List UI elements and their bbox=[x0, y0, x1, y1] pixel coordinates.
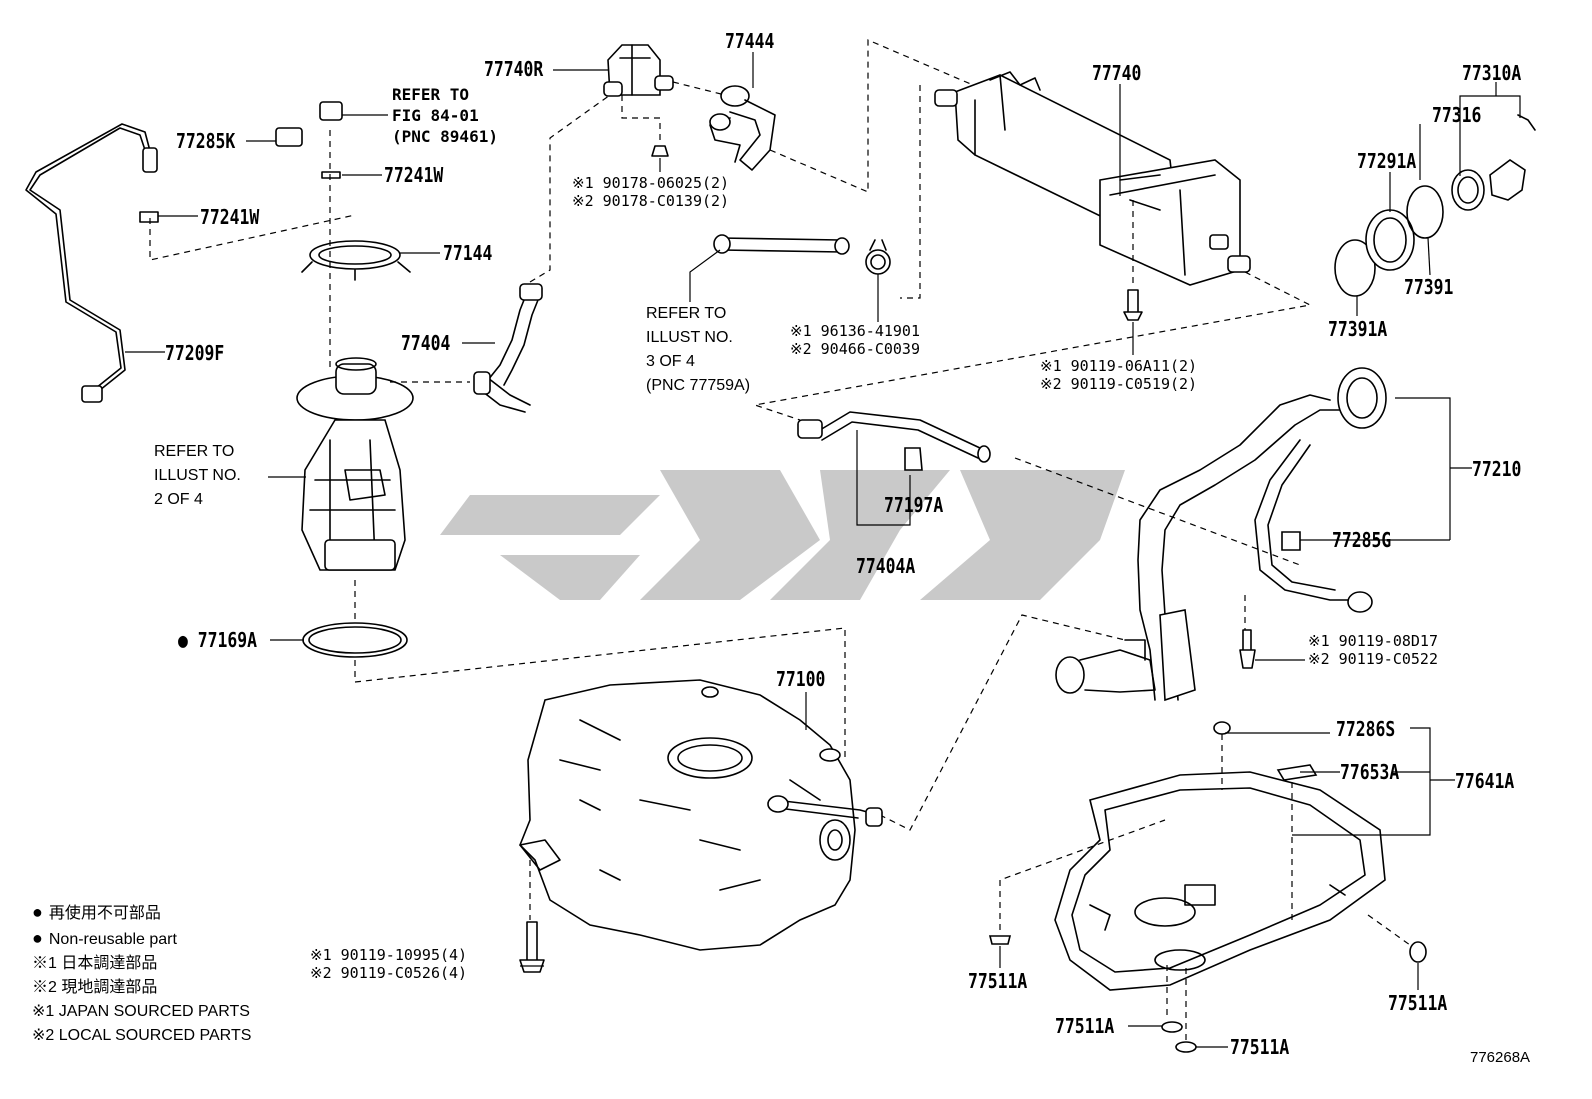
legend-local-sourced-jp: ※2 現地調達部品 bbox=[32, 979, 158, 996]
leader-lines bbox=[125, 52, 1521, 1048]
label-77310a: 77310A bbox=[1462, 61, 1522, 85]
legend-jp-sourced-jp: ※1 日本調達部品 bbox=[32, 955, 158, 972]
label-77511a-left: 77511A bbox=[968, 969, 1028, 993]
legend-nonreuse-en: ●Non-reusable part bbox=[32, 928, 177, 948]
label-77285k: 77285K bbox=[176, 129, 236, 153]
label-77169a-number: 77169A bbox=[197, 628, 258, 652]
fuel-tank-77100 bbox=[519, 679, 883, 951]
label-77740r: 77740R bbox=[484, 57, 544, 81]
non-reusable-mark: ● bbox=[178, 628, 188, 652]
fastener-96136: ※1 96136-41901 ※2 90466-C0039 bbox=[790, 322, 920, 358]
label-77653a: 77653A bbox=[1340, 760, 1400, 784]
hose-77404a bbox=[819, 411, 981, 459]
label-77740: 77740 bbox=[1092, 61, 1142, 85]
label-77391a: 77391A bbox=[1328, 317, 1388, 341]
label-77241w-top: 77241W bbox=[384, 163, 444, 187]
label-77511a-bottom-a: 77511A bbox=[1055, 1014, 1115, 1038]
pipe-77209f bbox=[29, 127, 151, 401]
protector-77641a bbox=[1054, 771, 1386, 991]
legend-nonreuse-jp: ●再使用不可部品 bbox=[32, 902, 161, 922]
hose-77404 bbox=[479, 289, 541, 386]
label-77316: 77316 bbox=[1432, 103, 1482, 127]
ring-77144 bbox=[309, 240, 401, 270]
legend-jp-sourced-en: ※1 JAPAN SOURCED PARTS bbox=[32, 1003, 250, 1020]
label-77641a: 77641A bbox=[1455, 769, 1515, 793]
label-77169a: ● 77169A bbox=[178, 629, 257, 651]
legend: ●再使用不可部品 ●Non-reusable part ※1 日本調達部品 ※2… bbox=[32, 900, 251, 1048]
label-77391: 77391 bbox=[1404, 275, 1454, 299]
reference-illust-3-of-4: REFER TO ILLUST NO. 3 OF 4 (PNC 77759A) bbox=[646, 305, 751, 394]
label-77209f: 77209F bbox=[165, 341, 225, 365]
fastener-90119-06a11: ※1 90119-06A11(2) ※2 90119-C0519(2) bbox=[1040, 357, 1198, 393]
label-77404: 77404 bbox=[401, 331, 451, 355]
label-77144: 77144 bbox=[443, 241, 493, 265]
watermark-logo bbox=[440, 470, 1125, 600]
reference-illust-2-of-4: REFER TO ILLUST NO. 2 OF 4 bbox=[154, 443, 241, 508]
illustration-code: 776268A bbox=[1470, 1049, 1531, 1066]
label-77511a-bottom-b: 77511A bbox=[1230, 1035, 1290, 1059]
label-77511a-right: 77511A bbox=[1388, 991, 1448, 1015]
hose-77444 bbox=[709, 85, 776, 171]
legend-local-sourced-en: ※2 LOCAL SOURCED PARTS bbox=[32, 1027, 252, 1044]
label-77444: 77444 bbox=[725, 29, 775, 53]
label-77286s: 77286S bbox=[1336, 717, 1396, 741]
fuel-pump-module bbox=[296, 357, 414, 571]
fastener-90119-08d17: ※1 90119-08D17 ※2 90119-C0522 bbox=[1308, 632, 1438, 668]
filler-pipe-77210 bbox=[1055, 367, 1387, 702]
gasket-77169a bbox=[302, 622, 408, 658]
label-77241w-left: 77241W bbox=[200, 205, 260, 229]
fastener-90178: ※1 90178-06025(2) ※2 90178-C0139(2) bbox=[572, 174, 730, 210]
label-77197a: 77197A bbox=[884, 493, 944, 517]
label-77291a: 77291A bbox=[1357, 149, 1417, 173]
label-77404a: 77404A bbox=[856, 554, 916, 578]
label-77100: 77100 bbox=[776, 667, 826, 691]
label-77285g: 77285G bbox=[1332, 528, 1392, 552]
fastener-90119-10995: ※1 90119-10995(4) ※2 90119-C0526(4) bbox=[310, 946, 468, 982]
label-77210: 77210 bbox=[1472, 457, 1522, 481]
reference-fig-84-01: REFER TO FIG 84-01 (PNC 89461) bbox=[392, 85, 498, 146]
valve-77740r bbox=[603, 44, 674, 97]
canister-77740 bbox=[934, 71, 1251, 286]
